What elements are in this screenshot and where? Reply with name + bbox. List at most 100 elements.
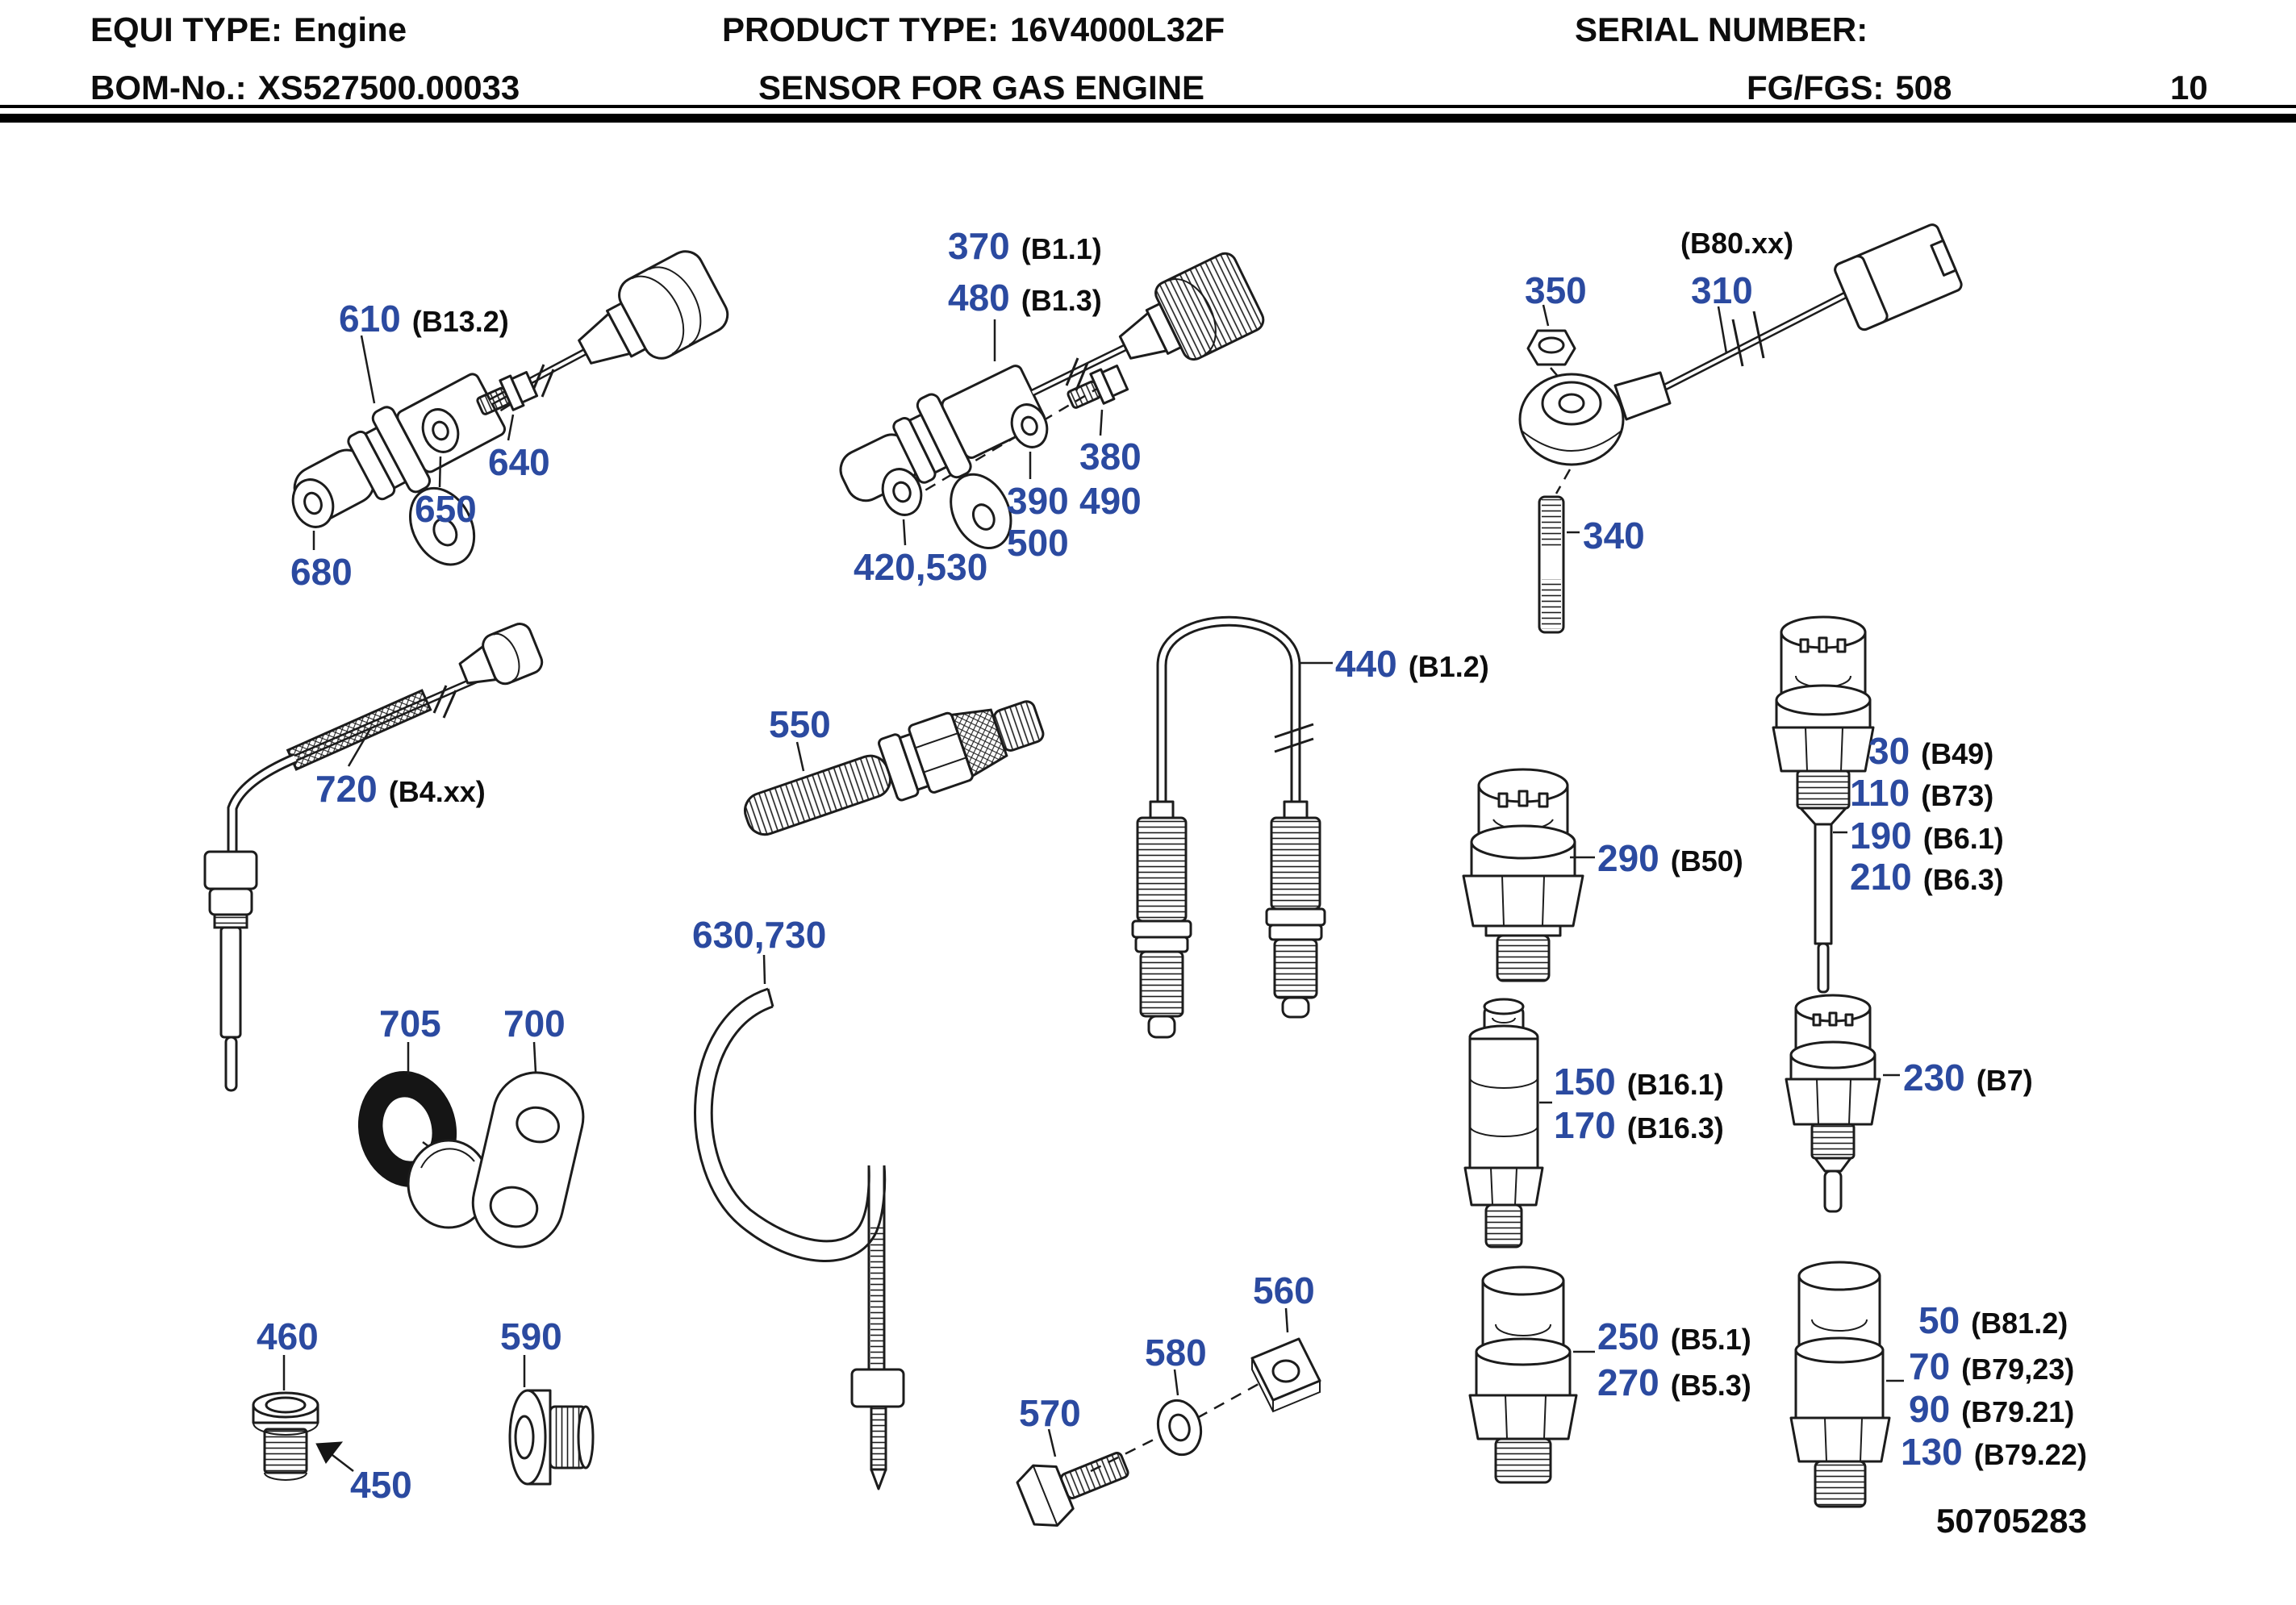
fg-label: FG/FGS: (1747, 69, 1885, 106)
part-label-290: 290 (B50) (1597, 840, 1743, 877)
part-number: 460 (257, 1315, 319, 1357)
part-number: 250 (1597, 1315, 1659, 1357)
part-number: 550 (769, 703, 831, 745)
part-ref-code: (B7) (1976, 1064, 2033, 1097)
part-label-650: 650 (415, 490, 477, 527)
part-label-460: 460 (257, 1318, 319, 1355)
part-label-350: 350 (1525, 272, 1587, 309)
part-ref-code: (B1.1) (1021, 232, 1102, 265)
part-number: 420,530 (854, 546, 988, 588)
part-label-720: 720(B4.xx) (315, 770, 486, 807)
part-number: 700 (503, 1003, 566, 1044)
part-number: 450 (350, 1464, 412, 1506)
sensor-370-480-illustration (839, 252, 1265, 550)
part-label-130: 130 (B79.22) (1901, 1433, 2087, 1470)
sensor-250-270-illustration (1468, 1265, 1595, 1484)
part-number: 310 (1691, 269, 1753, 311)
equi-type-label: EQUI TYPE: (90, 10, 283, 48)
part-ref-code: (B5.1) (1670, 1323, 1751, 1356)
part-label-700: 700 (503, 1005, 566, 1042)
part-ref-code: (B50) (1670, 844, 1743, 878)
part-ref-code: (B79.22) (1973, 1438, 2087, 1471)
part-label-630-730: 630,730 (692, 916, 826, 953)
part-ref-code: (B6.1) (1922, 822, 2004, 855)
part-number: 630,730 (692, 914, 827, 956)
part-label-380: 380 (1079, 438, 1142, 475)
fg-value: 508 (1895, 69, 1952, 106)
part-number: 190 (1850, 815, 1912, 857)
part-ref-code: (B16.1) (1626, 1068, 1724, 1101)
part-label-480: 480(B1.3) (948, 279, 1102, 316)
page-number-value: 10 (2170, 69, 2208, 106)
part-number: 680 (290, 551, 353, 593)
serial-number: SERIAL NUMBER: (1575, 13, 1868, 47)
part-number: 580 (1145, 1332, 1207, 1374)
part-label-390: 390 (1007, 482, 1069, 519)
sensor-290-illustration (1462, 768, 1595, 982)
sensor-30-110-190-210-illustration (1772, 615, 1875, 994)
part-label-440: 440 (B1.2) (1335, 645, 1489, 682)
part-label-70: 70(B79,23) (1909, 1348, 2074, 1385)
part-number: 110 (1850, 772, 1910, 814)
part-label-340: 340 (1583, 517, 1645, 554)
part-ref-code: (B79,23) (1961, 1353, 2075, 1386)
part-label-150: 150 (B16.1) (1554, 1063, 1724, 1100)
part-number: 150 (1554, 1061, 1616, 1103)
part-label-170: 170 (B16.3) (1554, 1107, 1724, 1144)
page-number: 10 (2170, 71, 2208, 105)
part-number: 210 (1850, 856, 1912, 898)
part-number: 130 (1901, 1431, 1963, 1473)
part-number: 170 (1554, 1104, 1616, 1146)
part-number: 705 (379, 1003, 441, 1044)
part-number: 50 (1918, 1299, 1960, 1341)
part-number: 440 (1335, 643, 1397, 685)
part-number: 380 (1079, 436, 1142, 477)
part-ref-code: (B5.3) (1670, 1369, 1751, 1402)
part-label-110: 110(B73) (1850, 774, 1993, 811)
part-label-570: 570 (1019, 1394, 1081, 1432)
plug-590-illustration (508, 1355, 595, 1486)
part-ref-code: (B1.3) (1021, 284, 1102, 317)
part-label-250: 250 (B5.1) (1597, 1318, 1751, 1355)
part-label-590: 590 (500, 1318, 562, 1355)
part-ref-code: (B16.3) (1626, 1111, 1724, 1144)
part-label-450: 450 (350, 1466, 412, 1503)
part-ref-code: (B4.xx) (388, 775, 486, 808)
product-type: PRODUCT TYPE:16V4000L32F (722, 13, 1225, 47)
part-ref-code: (B13.2) (411, 305, 509, 338)
part-label-310: 310 (1691, 272, 1753, 309)
part-label-190: 190 (B6.1) (1850, 817, 2004, 854)
part-ref-code: (B49) (1921, 737, 1994, 770)
serial-number-label: SERIAL NUMBER: (1575, 10, 1868, 48)
sensor-550-illustration (743, 700, 1045, 836)
header-rule-thick (0, 114, 2296, 123)
part-number: 590 (500, 1315, 562, 1357)
part-number: 30 (1868, 730, 1910, 772)
part-number: 650 (415, 488, 477, 530)
bom-value: XS527500.00033 (257, 69, 520, 106)
sensor-720-illustration (203, 623, 544, 1092)
part-label-560: 560 (1253, 1272, 1315, 1309)
equi-type-value: Engine (294, 10, 407, 48)
part-label-370: 370(B1.1) (948, 227, 1102, 265)
part-label-610: 610 (B13.2) (339, 300, 509, 337)
product-type-label: PRODUCT TYPE: (722, 10, 1000, 48)
part-label-90: 90(B79.21) (1909, 1390, 2074, 1428)
part-label-680: 680 (290, 553, 353, 590)
part-number: 390 (1007, 480, 1069, 522)
part-number: 230 (1903, 1057, 1965, 1098)
part-number: 490 (1079, 480, 1142, 522)
sensor-230-illustration (1785, 994, 1900, 1213)
sensor-440-illustration (1131, 615, 1333, 1039)
header-rule-thin (0, 105, 2296, 108)
part-ref-code: (B1.2) (1408, 650, 1489, 683)
cable-tie-630-730-illustration (694, 954, 905, 1490)
part-label--B80.xx-: (B80.xx) (1680, 229, 1793, 258)
part-number: 290 (1597, 837, 1659, 879)
part-number: 610 (339, 298, 401, 340)
part-number: 640 (488, 441, 550, 483)
part-ref-code: (B6.3) (1922, 863, 2004, 896)
part-label-210: 210 (B6.3) (1850, 858, 2004, 895)
part-label-580: 580 (1145, 1334, 1207, 1371)
